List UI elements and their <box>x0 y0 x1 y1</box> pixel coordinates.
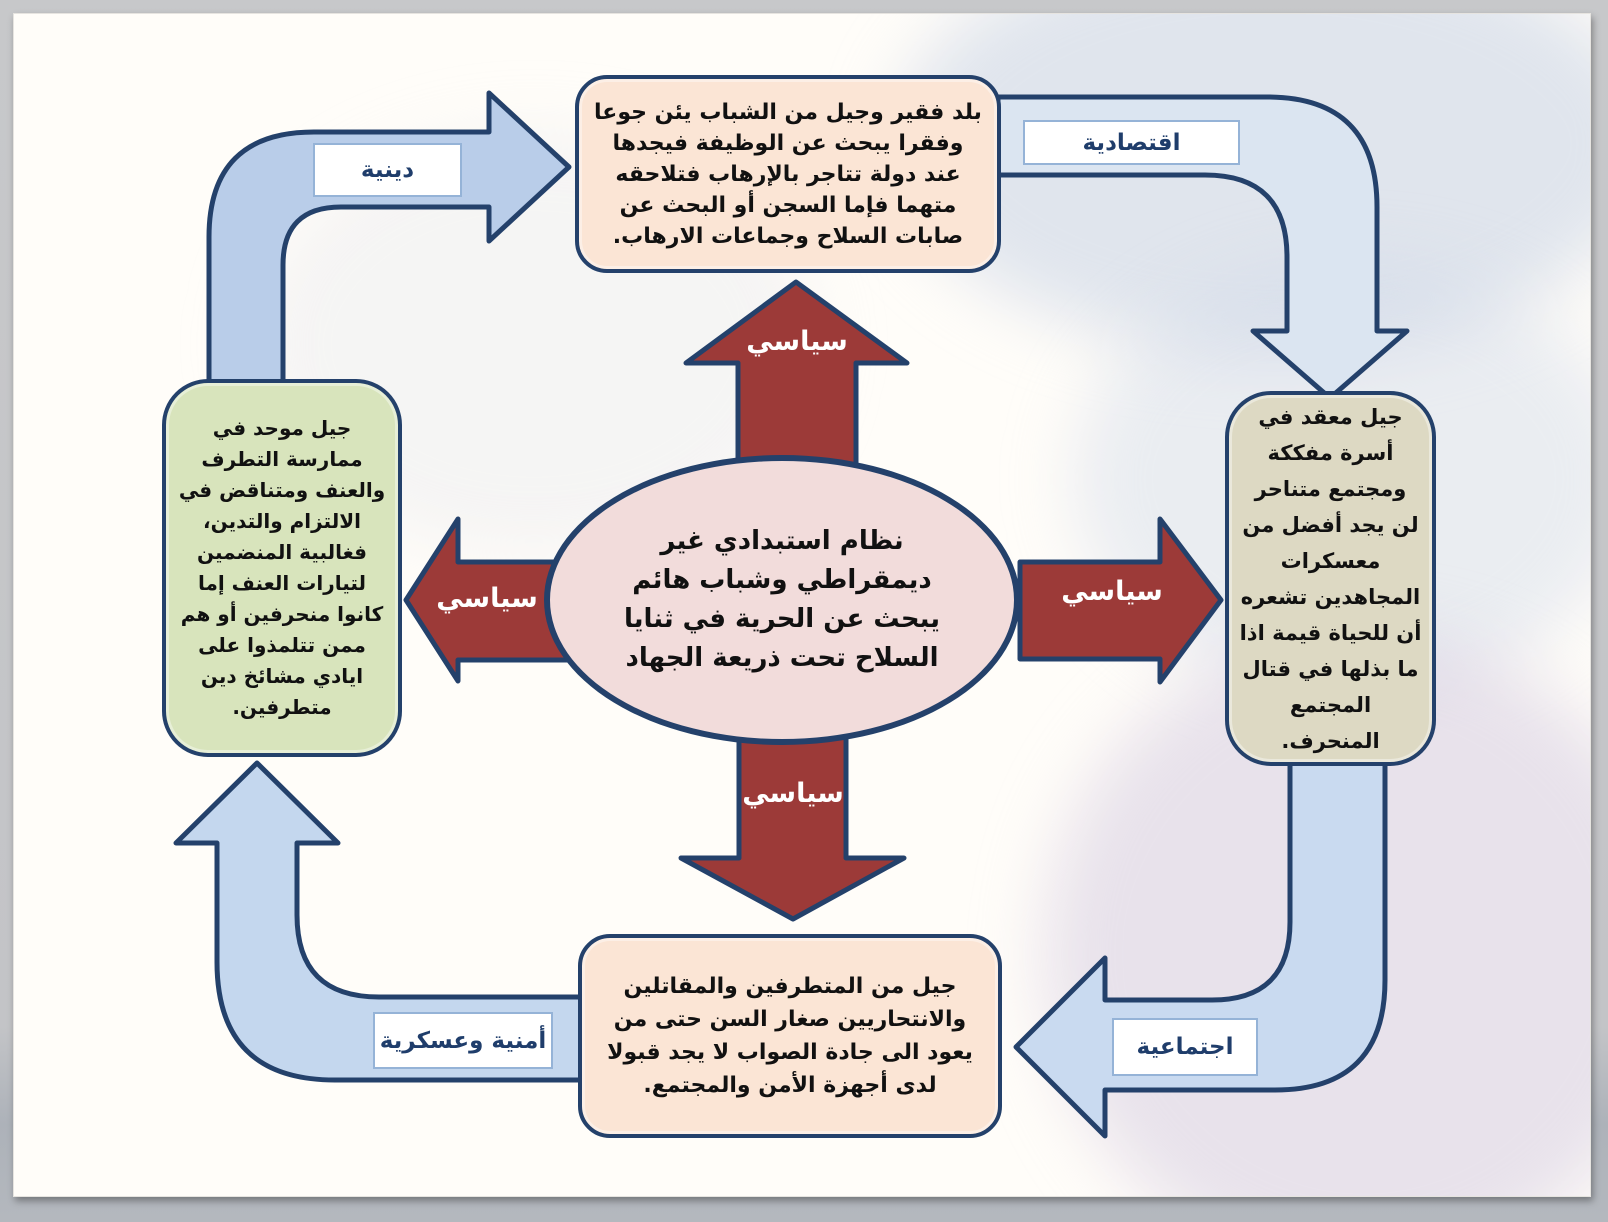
flow-label-social: اجتماعية <box>1112 1018 1258 1076</box>
flow-label-religious-text: دينية <box>360 157 415 183</box>
political-arrow-right <box>1017 516 1224 685</box>
political-label-bottom-text: سياسي <box>742 777 844 809</box>
cause-box-left-text: جيل موحد في ممارسة التطرف والعنف ومتناقض… <box>178 416 386 719</box>
flow-label-economic: اقتصادية <box>1023 120 1240 165</box>
flow-label-economic-text: اقتصادية <box>1082 129 1181 156</box>
cause-box-right-text: جيل معقد في أسرة مفككة ومجتمع متناحر لن … <box>1239 404 1422 753</box>
flow-arrow-social <box>1013 760 1388 1139</box>
flow-arrow-security-military <box>173 760 585 1083</box>
political-label-top-text: سياسي <box>746 325 848 357</box>
political-label-left: سياسي <box>422 577 552 619</box>
cause-box-top-text: بلد فقير وجيل من الشباب يئن جوعا وفقرا ي… <box>594 99 982 249</box>
cause-box-top: بلد فقير وجيل من الشباب يئن جوعا وفقرا ي… <box>575 75 1001 273</box>
political-label-top: سياسي <box>732 320 862 362</box>
political-label-bottom: سياسي <box>728 772 858 814</box>
flow-arrow-economic <box>995 94 1410 401</box>
political-label-right: سياسي <box>1047 570 1177 612</box>
cause-box-bottom: جيل من المتطرفين والمقاتلين والانتحاريين… <box>578 934 1002 1138</box>
center-ellipse: نظام استبدادي غير ديمقراطي وشباب هائم يب… <box>544 455 1020 745</box>
political-label-left-text: سياسي <box>436 582 538 614</box>
flow-label-religious: دينية <box>313 143 462 197</box>
cause-box-left: جيل موحد في ممارسة التطرف والعنف ومتناقض… <box>162 379 402 757</box>
flow-label-security-military-text: أمنية وعسكرية <box>379 1027 547 1054</box>
flow-arrow-religious <box>206 90 572 387</box>
political-arrow-left <box>403 516 578 684</box>
political-label-right-text: سياسي <box>1061 575 1163 607</box>
flow-label-security-military: أمنية وعسكرية <box>373 1012 553 1069</box>
cause-box-right: جيل معقد في أسرة مفككة ومجتمع متناحر لن … <box>1225 391 1436 766</box>
cause-box-bottom-text: جيل من المتطرفين والمقاتلين والانتحاريين… <box>607 974 973 1098</box>
flow-label-social-text: اجتماعية <box>1136 1034 1234 1060</box>
center-ellipse-text: نظام استبدادي غير ديمقراطي وشباب هائم يب… <box>623 526 941 673</box>
